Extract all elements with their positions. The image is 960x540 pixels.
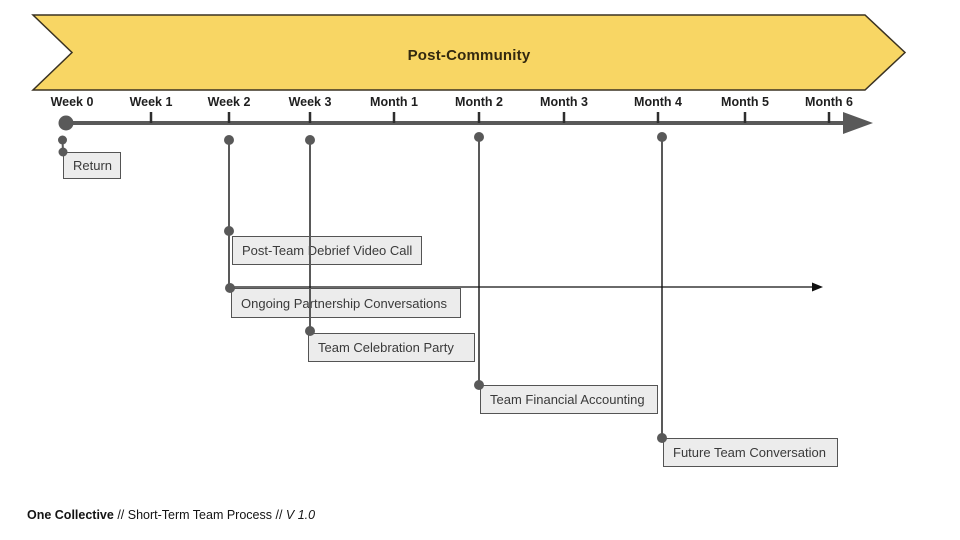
event-box-post-team-debrief: Post-Team Debrief Video Call [232, 236, 422, 265]
event-label: Ongoing Partnership Conversations [241, 295, 447, 311]
axis-label-month2: Month 2 [455, 95, 503, 109]
axis-label-month3: Month 3 [540, 95, 588, 109]
event-label: Return [73, 158, 113, 173]
event-label: Post-Team Debrief Video Call [242, 243, 413, 258]
event-box-ongoing-partnership: Ongoing Partnership Conversations [231, 288, 461, 318]
axis-label-week0: Week 0 [50, 95, 94, 109]
event-box-team-celebration: Team Celebration Party [308, 333, 475, 362]
axis-label-month6: Month 6 [805, 95, 853, 109]
event-box-return: Return [63, 152, 121, 179]
axis-label-week3: Week 3 [288, 95, 332, 109]
footer-version: V 1.0 [285, 508, 316, 522]
event-label: Future Team Conversation [673, 445, 826, 460]
axis-label-month5: Month 5 [721, 95, 769, 109]
footer-process: // Short-Term Team Process // [113, 508, 286, 522]
axis-label-month1: Month 1 [370, 95, 418, 109]
footer-credit: One Collective // Short-Term Team Proces… [27, 508, 315, 522]
event-label: Team Financial Accounting [490, 392, 645, 407]
banner-title: Post-Community [407, 47, 531, 64]
axis-label-week2: Week 2 [207, 95, 251, 109]
axis-label-month4: Month 4 [634, 95, 682, 109]
event-box-future-team: Future Team Conversation [663, 438, 838, 467]
event-box-team-financial: Team Financial Accounting [480, 385, 658, 414]
footer-brand: One Collective [27, 508, 114, 522]
event-label: Team Celebration Party [318, 340, 454, 355]
axis-label-week1: Week 1 [129, 95, 173, 109]
